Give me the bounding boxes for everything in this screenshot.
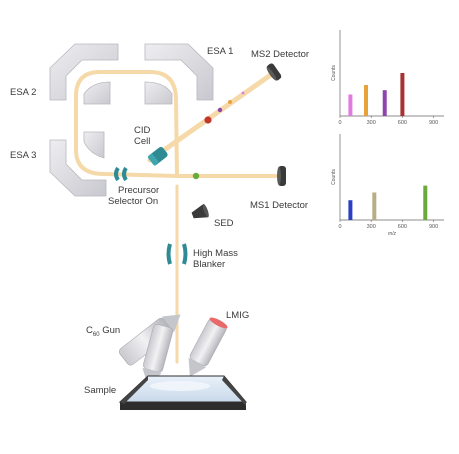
esa-outer-top-left: [49, 43, 119, 101]
spectrum-bar: [382, 90, 387, 116]
ion-pink: [241, 91, 245, 95]
label-lmig: LMIG: [226, 310, 249, 321]
high-mass-blanker: [166, 243, 188, 265]
esa-inner-top-left: [83, 81, 111, 105]
label-ms1-detector: MS1 Detector: [250, 200, 308, 211]
ion-beam: [74, 70, 278, 364]
x-tick-label: 0: [338, 224, 341, 230]
x-axis-label: m/z: [388, 231, 397, 237]
label-hmb-1: High Mass: [193, 248, 238, 259]
label-sample: Sample: [84, 385, 116, 396]
ms2-beam: [147, 71, 275, 163]
sample-stage: [118, 375, 248, 410]
esa-loop-beam: [74, 70, 179, 178]
x-tick-label: 300: [367, 224, 376, 230]
esa-inner-top-right: [144, 81, 173, 105]
x-tick-label: 600: [398, 120, 407, 126]
lmig-gun: [188, 317, 228, 377]
ion-green: [192, 172, 200, 180]
labels: ESA 1 ESA 2 ESA 3 MS2 Detector MS1 Detec…: [10, 46, 309, 396]
ms2-detector: [266, 63, 282, 81]
sed-detector: [191, 204, 209, 219]
ion-purple: [217, 107, 223, 113]
ms1-spectrum-chart: 0 300 600 900 Counts m/z: [331, 134, 444, 237]
esa-inner-bottom-left: [83, 131, 105, 159]
ions: [192, 91, 245, 180]
spectrum-bar: [348, 200, 353, 220]
ms1-detector: [277, 166, 286, 186]
label-cid-2: Cell: [134, 136, 150, 147]
esa-outer-bottom-left: [49, 139, 107, 197]
label-precursor-2: Selector On: [108, 196, 158, 207]
spectrum-bar: [372, 192, 377, 220]
x-tick-label: 900: [429, 120, 438, 126]
precursor-selector: [114, 166, 128, 182]
y-axis-label: Counts: [331, 65, 337, 81]
x-tick-label: 0: [338, 120, 341, 126]
label-hmb-2: Blanker: [193, 259, 225, 270]
spectrum-bar: [423, 185, 428, 220]
cid-cell: [148, 146, 168, 166]
ms2-spectrum-chart: 0 300 600 900 Counts: [331, 30, 444, 126]
x-tick-label: 600: [398, 224, 407, 230]
ion-red: [204, 116, 212, 124]
label-precursor-1: Precursor: [118, 185, 159, 196]
y-axis-label: Counts: [331, 169, 337, 185]
spectrum-bar: [348, 94, 353, 116]
label-cid-1: CID: [134, 125, 151, 136]
ion-orange: [228, 100, 232, 104]
esa-outer-top-right: [144, 43, 214, 101]
label-esa1: ESA 1: [207, 46, 233, 57]
x-tick-label: 300: [367, 120, 376, 126]
esa-analyzers: [49, 43, 214, 197]
label-sed: SED: [214, 218, 234, 229]
spectrum-bar: [364, 85, 368, 116]
label-c60-gun: C60 Gun: [86, 325, 120, 338]
label-esa3: ESA 3: [10, 150, 36, 161]
label-esa2: ESA 2: [10, 87, 36, 98]
x-tick-label: 900: [429, 224, 438, 230]
spectrum-bar: [400, 73, 405, 116]
label-ms2-detector: MS2 Detector: [251, 49, 309, 60]
